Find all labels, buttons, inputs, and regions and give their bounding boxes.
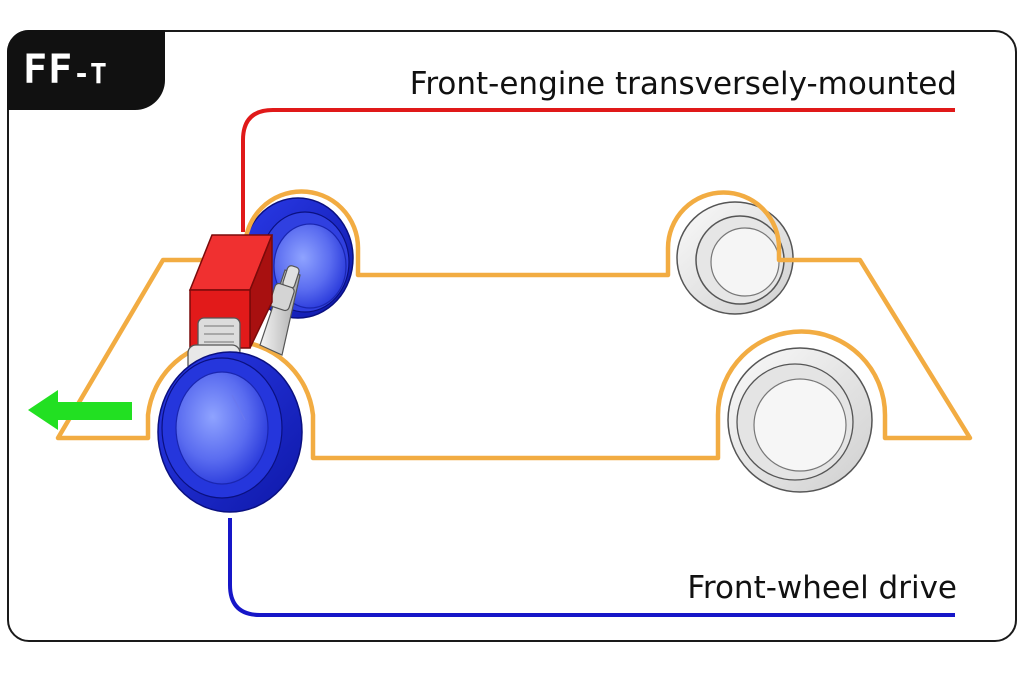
engine-callout-line bbox=[241, 108, 955, 232]
layout-code-badge: FF-T bbox=[7, 30, 165, 110]
badge-code: FF bbox=[23, 47, 74, 93]
drive-layout-label: Front-wheel drive bbox=[687, 570, 957, 606]
diagram-frame bbox=[7, 30, 1017, 642]
direction-arrow-icon bbox=[28, 390, 132, 430]
rear-left-wheel bbox=[676, 201, 794, 315]
badge-suffix: -T bbox=[73, 57, 107, 90]
chassis-outline bbox=[55, 189, 973, 461]
rear-right-wheel bbox=[727, 347, 873, 493]
drive-callout-line bbox=[228, 518, 955, 617]
engine-layout-label: Front-engine transversely-mounted bbox=[409, 66, 957, 102]
front-right-drive-wheel bbox=[157, 351, 303, 513]
drive-shaft bbox=[259, 265, 301, 356]
